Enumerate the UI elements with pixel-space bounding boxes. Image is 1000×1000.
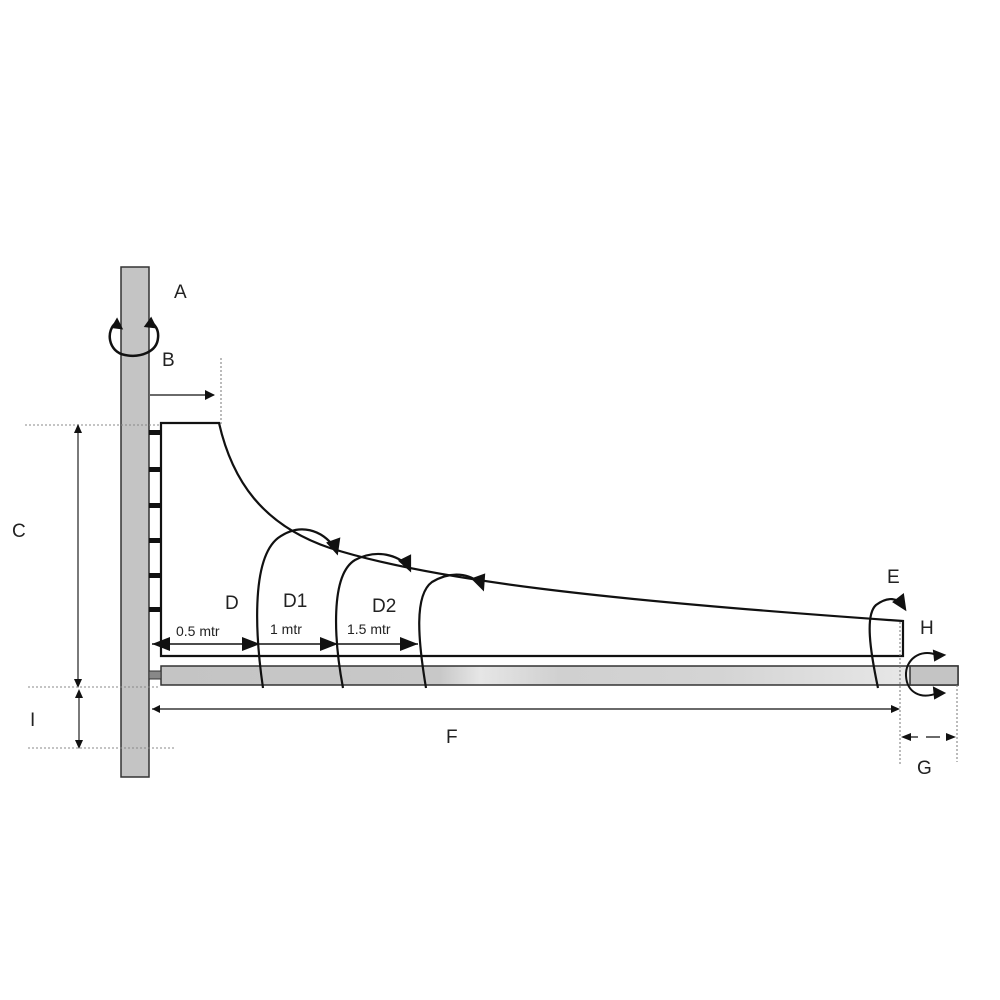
dimension-b xyxy=(150,358,222,424)
wall xyxy=(120,266,150,778)
wall-brackets xyxy=(149,430,161,612)
distance-label-1: 1 mtr xyxy=(270,621,302,637)
distance-label-1-5: 1.5 mtr xyxy=(347,621,391,637)
label-h: H xyxy=(920,618,934,639)
dimension-f xyxy=(152,705,900,713)
label-a: A xyxy=(174,282,187,303)
distance-arrows xyxy=(152,637,418,651)
dimension-i xyxy=(28,689,175,749)
label-f: F xyxy=(446,727,458,748)
label-d1: D1 xyxy=(283,591,307,612)
rail-bar xyxy=(160,665,959,686)
airflow-curves xyxy=(256,528,907,689)
distance-label-0-5: 0.5 mtr xyxy=(176,623,220,639)
rail-end-block xyxy=(909,665,959,686)
dimension-g xyxy=(899,622,958,765)
label-b: B xyxy=(162,350,175,371)
label-c: C xyxy=(12,521,26,542)
rail-connector xyxy=(148,670,162,680)
rotation-arrow-h-icon xyxy=(904,649,947,700)
label-e: E xyxy=(887,567,900,588)
dimension-c xyxy=(25,424,160,688)
rotation-arrow-a-icon xyxy=(108,316,160,357)
label-g: G xyxy=(917,758,932,779)
label-d2: D2 xyxy=(372,596,396,617)
label-i: I xyxy=(30,710,35,731)
label-d: D xyxy=(225,593,239,614)
